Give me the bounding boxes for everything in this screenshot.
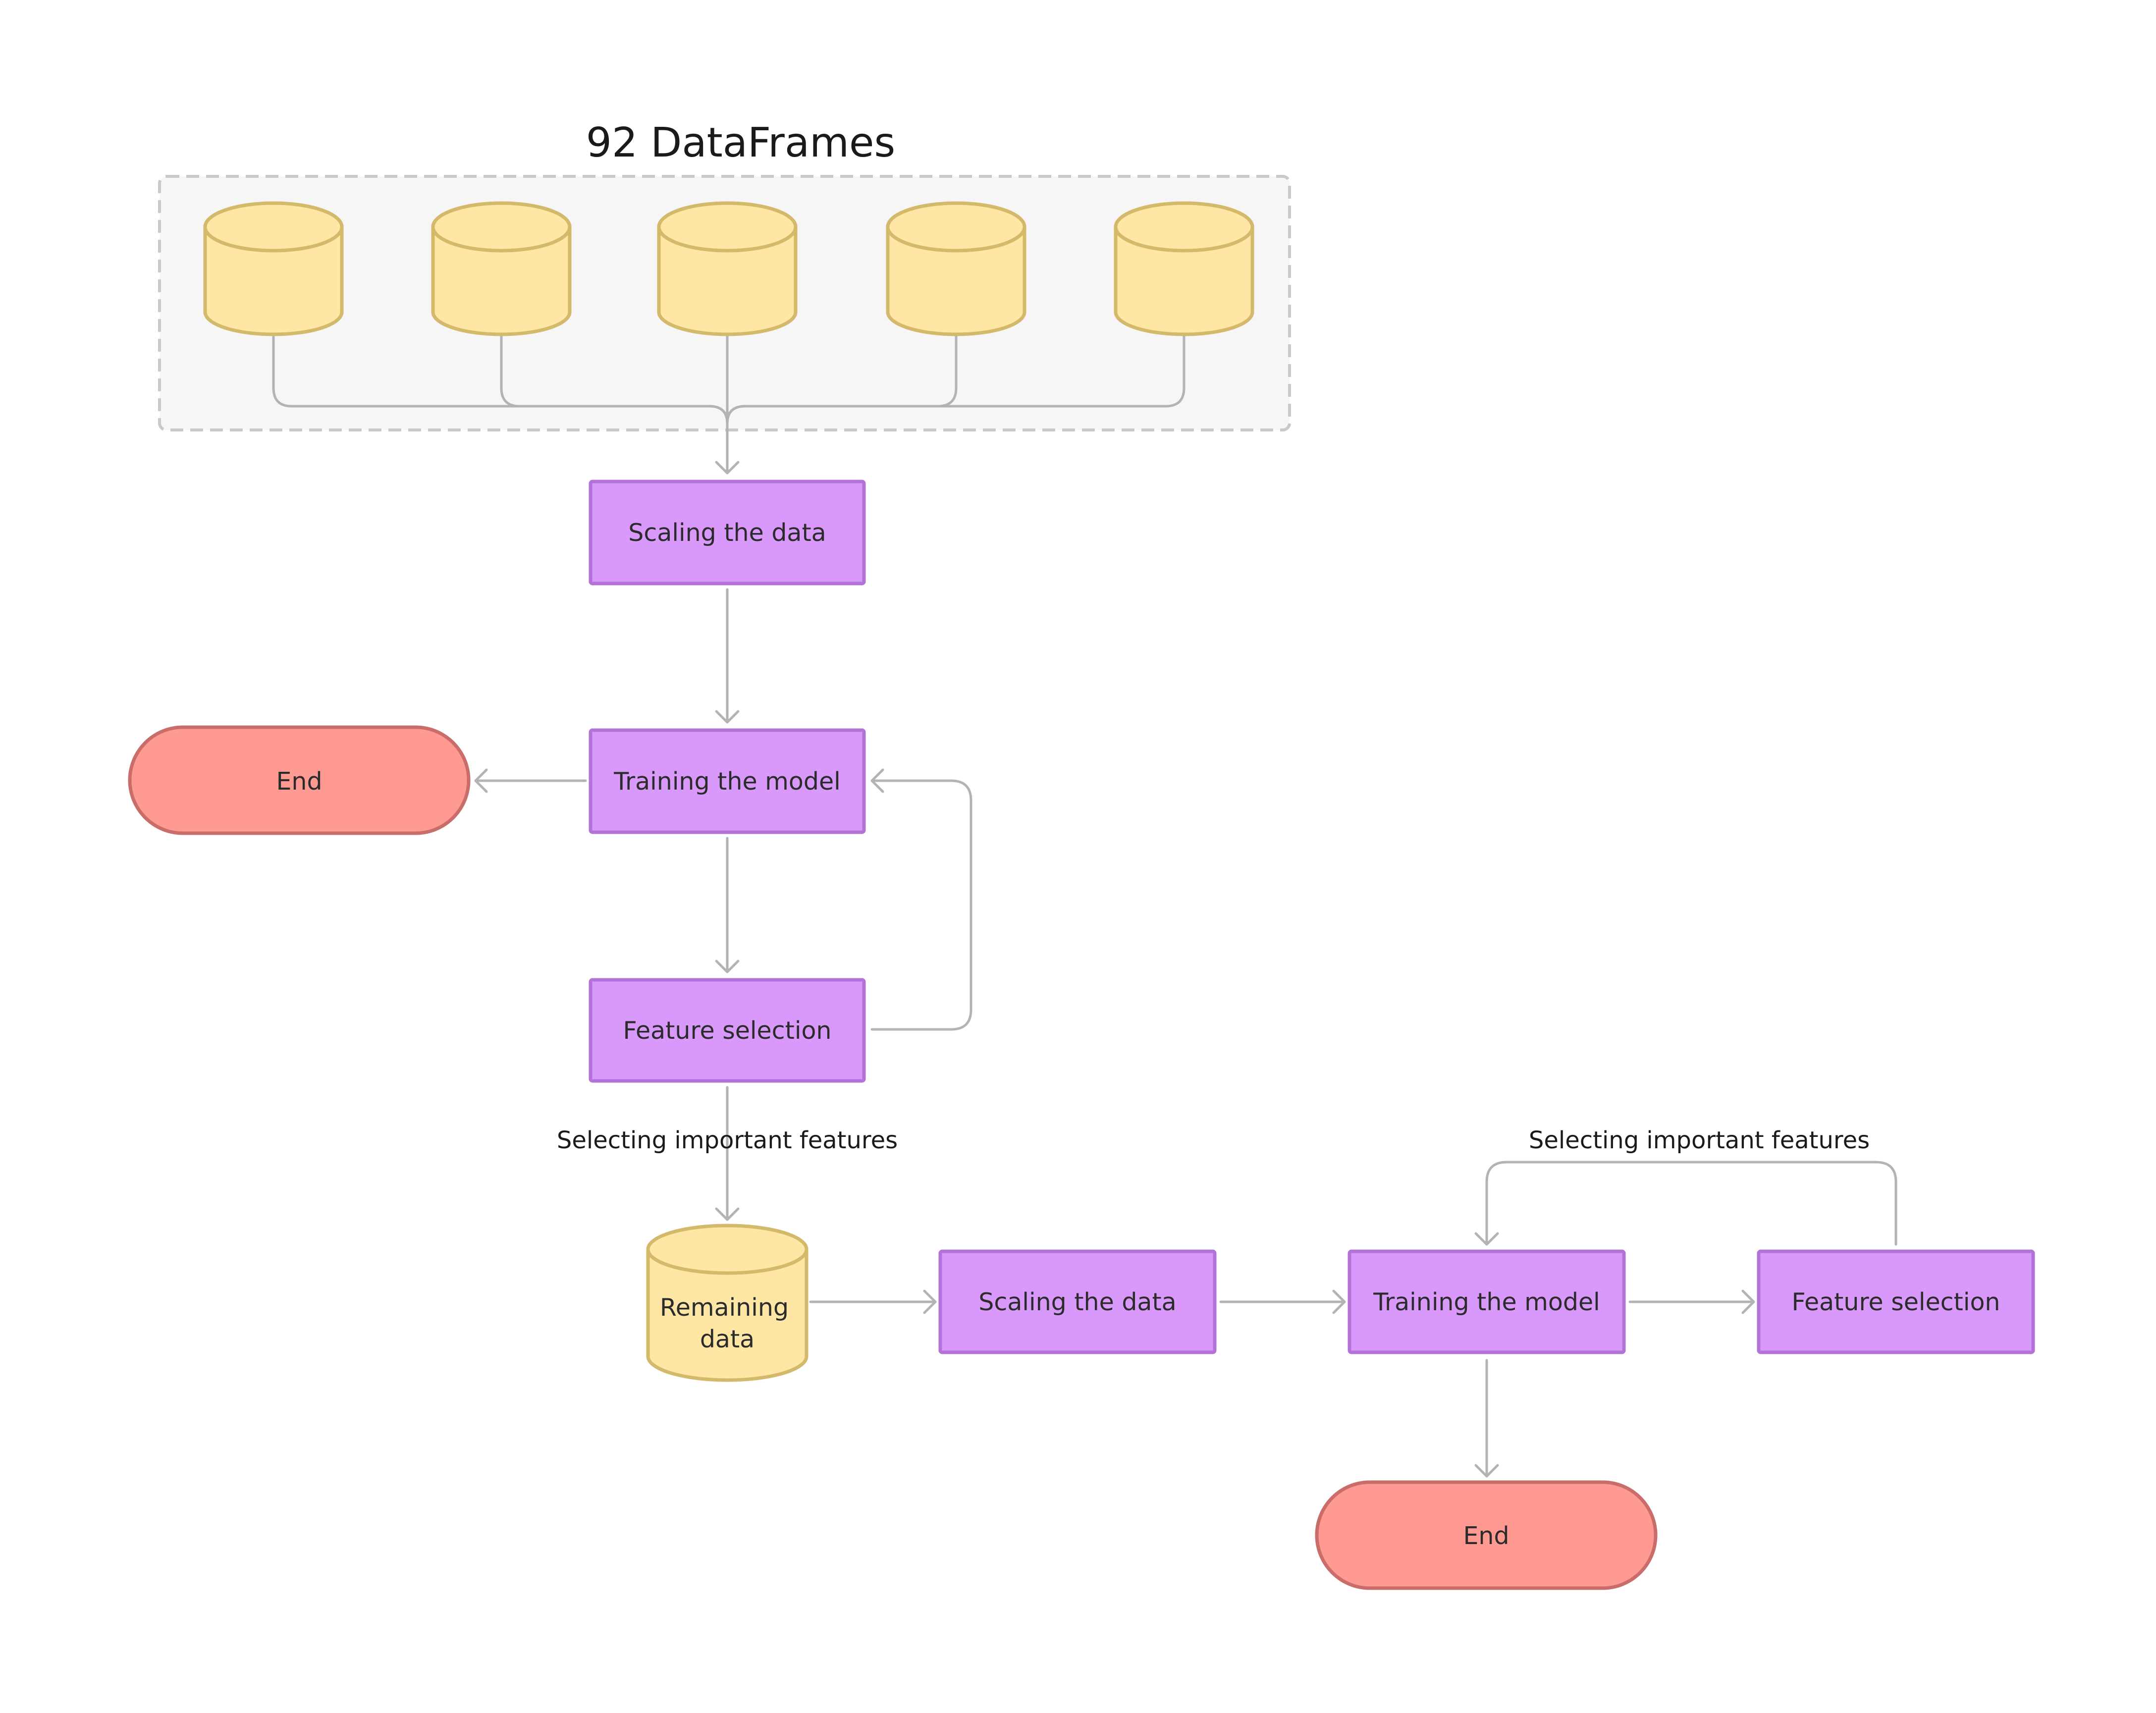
process-feature-selection-2: Feature selection (1757, 1249, 2035, 1354)
terminal-end-2: End (1315, 1480, 1658, 1590)
process-scaling-data-1-label: Scaling the data (628, 519, 826, 547)
arrowhead-loop-to-training-1 (870, 768, 884, 793)
dataframe-cylinder-3 (657, 201, 798, 336)
database-remaining-data: Remaining data (646, 1224, 808, 1382)
arrowhead-loop-to-training-2 (1474, 1232, 1499, 1246)
process-scaling-data-1: Scaling the data (589, 480, 866, 586)
process-scaling-data-2-label: Scaling the data (978, 1288, 1176, 1316)
database-remaining-data-label-line1: Remaining (660, 1293, 789, 1322)
arrowhead-to-feature-2 (1741, 1289, 1755, 1314)
process-training-model-2: Training the model (1348, 1249, 1626, 1354)
dataframe-cylinder-5 (1114, 201, 1254, 336)
database-remaining-data-label-line2: data (700, 1325, 755, 1353)
connector-dataframe-5 (726, 333, 1186, 425)
process-feature-selection-2-label: Feature selection (1792, 1288, 2000, 1316)
process-feature-selection-1: Feature selection (589, 978, 866, 1083)
arrowhead-to-scaling-1 (715, 461, 740, 475)
terminal-end-1: End (128, 725, 471, 835)
arrowhead-to-end-2 (1474, 1464, 1499, 1478)
dataframe-cylinder-2 (431, 201, 572, 336)
arrowhead-to-training-2 (1332, 1289, 1346, 1314)
arrowhead-to-end-1 (474, 768, 488, 793)
process-feature-selection-1-label: Feature selection (623, 1017, 832, 1045)
process-training-model-2-label: Training the model (1373, 1288, 1600, 1316)
terminal-end-2-label: End (1463, 1522, 1509, 1550)
process-scaling-data-2: Scaling the data (938, 1249, 1217, 1354)
process-training-model-1-label: Training the model (613, 767, 841, 796)
dataframes-group-title: 92 DataFrames (586, 119, 895, 166)
connector-feature-loop-1 (870, 779, 972, 1031)
arrowhead-to-scaling-2 (923, 1289, 937, 1314)
arrowhead-to-training-1 (715, 710, 740, 724)
edge-label-selecting-features-2: Selecting important features (1529, 1126, 1870, 1154)
dataframe-cylinder-1 (203, 201, 344, 336)
arrowhead-to-feature-1 (715, 960, 740, 973)
dataframe-cylinder-4 (886, 201, 1026, 336)
terminal-end-1-label: End (276, 767, 322, 796)
process-training-model-1: Training the model (589, 728, 866, 834)
edge-label-selecting-features-1: Selecting important features (557, 1126, 898, 1154)
arrowhead-to-remaining (715, 1207, 740, 1221)
connector-feature-loop-2 (1485, 1161, 1897, 1246)
connector-dataframe-2 (500, 333, 729, 425)
